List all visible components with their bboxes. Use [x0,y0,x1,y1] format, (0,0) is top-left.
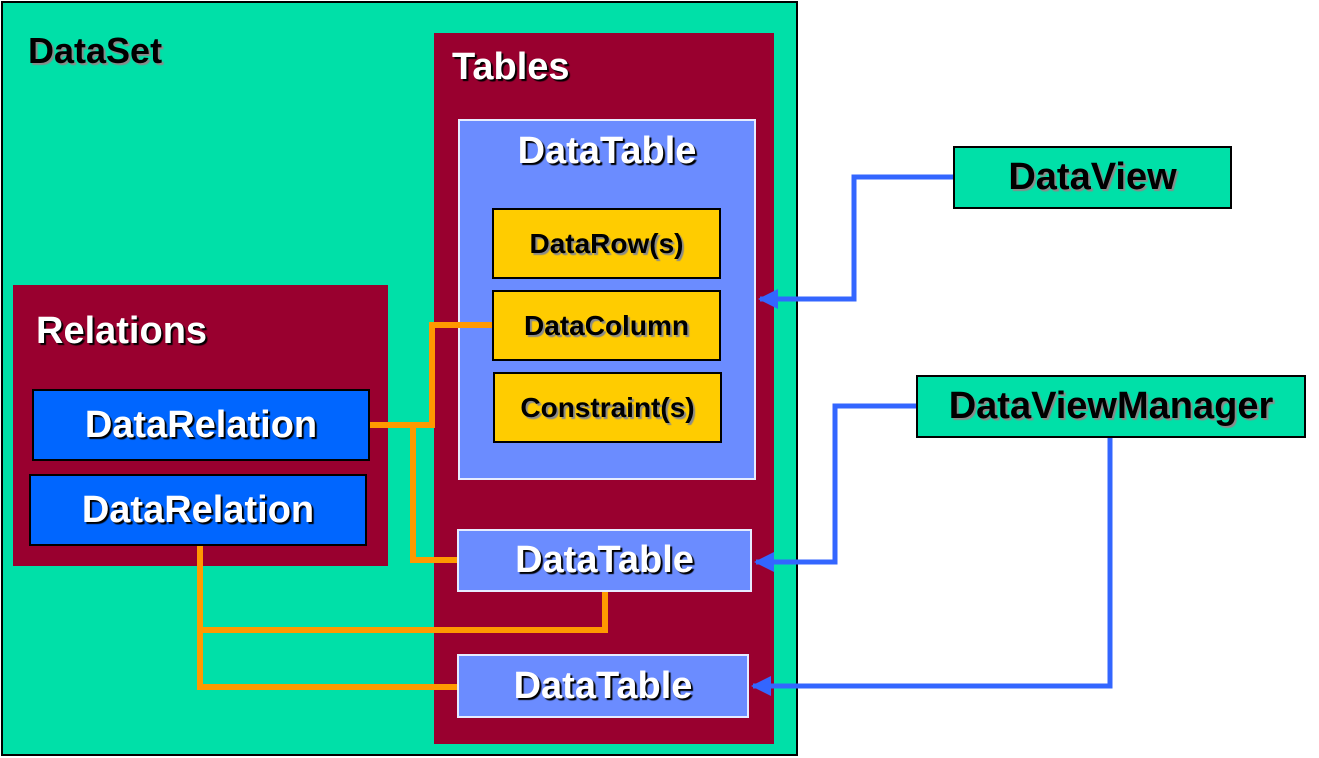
datatable-2: DataTable [457,529,752,592]
datarelation-1: DataRelation [32,389,370,461]
dataview-box: DataView [953,146,1232,209]
tables-title: Tables [452,46,570,88]
dataviewmanager-box: DataViewManager [916,375,1306,438]
datatable-main-title: DataTable [517,130,697,172]
constraints-box: Constraint(s) [493,372,722,443]
datacolumn-box: DataColumn [492,290,721,361]
datarelation-2: DataRelation [29,474,367,546]
datatable-3: DataTable [457,654,749,718]
relations-title: Relations [36,310,208,352]
dataset-title: DataSet [28,30,163,71]
datarows-box: DataRow(s) [492,208,721,279]
dataviewmanager-connector-table-3 [751,438,1113,696]
